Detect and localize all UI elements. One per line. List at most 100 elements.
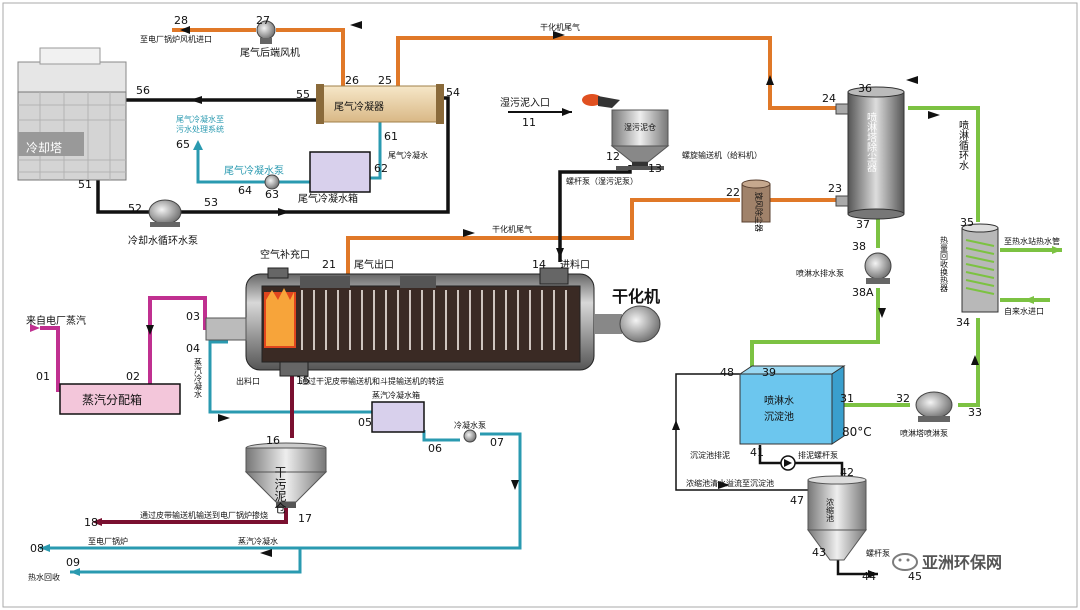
pipe-dryer-exhaust-top — [396, 36, 838, 110]
condensate-pump — [463, 429, 477, 443]
labels: 至电厂锅炉风机进口 尾气后端风机 冷却塔 尾气冷凝器 尾气冷凝水至 污水处理系统… — [26, 22, 1060, 582]
num-32: 32 — [896, 392, 910, 405]
sludge-screw-pump-icon — [780, 455, 796, 471]
num-15: 15 — [296, 374, 310, 387]
num-63: 63 — [265, 188, 279, 201]
label-spray-drain-pump: 喷淋水排水泵 — [796, 268, 844, 278]
cooling-tower — [17, 47, 127, 181]
label-steam-condensate-v: 蒸汽冷凝水 — [194, 357, 203, 398]
steam-distributor — [59, 383, 181, 415]
num-16: 16 — [266, 434, 280, 447]
label-dryer: 干化机 — [612, 287, 660, 306]
num-38: 38 — [852, 240, 866, 253]
num-31: 31 — [840, 392, 854, 405]
label-exhaust-condensate-tank: 尾气冷凝水箱 — [298, 192, 358, 205]
num-55: 55 — [296, 88, 310, 101]
label-hot-water-recovery: 热水回收 — [28, 572, 60, 582]
num-47: 47 — [790, 494, 804, 507]
num-06: 06 — [428, 442, 442, 455]
pipe-thickener-out — [836, 560, 878, 576]
num-45: 45 — [908, 570, 922, 583]
label-water-inlet: 自来水进口 — [1004, 306, 1044, 316]
num-08: 08 — [30, 542, 44, 555]
label-to-heating-station: 至热水站热水管 — [1004, 236, 1060, 246]
pipe-35-36 — [908, 106, 980, 222]
num-33: 33 — [968, 406, 982, 419]
watermark-logo — [892, 553, 918, 571]
label-screw-conveyor: 螺旋输送机（给料机） — [682, 150, 762, 160]
num-62: 62 — [374, 162, 388, 175]
num-36: 36 — [858, 82, 872, 95]
spray-drain-pump — [864, 252, 892, 284]
label-screw-pump: 螺杆泵（湿污泥泵） — [566, 176, 638, 186]
spray-tower-pump — [915, 391, 953, 422]
wet-sludge-truck-icon — [582, 94, 620, 108]
label-cooling-water-pump: 冷却水循环水泵 — [128, 234, 198, 247]
num-07: 07 — [490, 436, 504, 449]
label-condensate-treatment-1: 尾气冷凝水至 — [176, 114, 224, 124]
pipe-condensate-06 — [422, 430, 460, 442]
num-64: 64 — [238, 184, 252, 197]
label-overflow-note: 浓缩池清水溢流至沉淀池 — [686, 478, 774, 488]
num-18: 18 — [84, 516, 98, 529]
label-exhaust-condensate-pump: 尾气冷凝水泵 — [224, 164, 284, 177]
label-settling-1: 喷淋水 — [764, 394, 794, 407]
label-dry-sludge-to-boiler: 通过皮带输送机输送到电厂锅炉掺烧 — [140, 510, 268, 520]
num-51: 51 — [78, 178, 92, 191]
thickener — [807, 475, 867, 561]
num-27: 27 — [256, 14, 270, 27]
pipe-condensate-to-treatment — [196, 146, 310, 184]
num-43: 43 — [812, 546, 826, 559]
label-cooling-tower: 冷却塔 — [26, 141, 62, 155]
label-exhaust-condenser: 尾气冷凝器 — [334, 100, 384, 113]
label-conveyor-note: 通过干泥皮带输送机和斗提输送机的转运 — [300, 376, 444, 386]
pipe-drain-to-settling — [750, 288, 880, 380]
label-air-supplement: 空气补充口 — [260, 248, 310, 261]
label-condensate-pump: 冷凝水泵 — [454, 420, 486, 430]
label-steam-from-plant: 来自电厂蒸汽 — [26, 314, 86, 327]
label-to-plant-boiler: 至电厂锅炉 — [88, 536, 128, 546]
pipe-cooling-52-51 — [96, 180, 150, 214]
num-09: 09 — [66, 556, 80, 569]
label-dryer-exhaust-top: 干化机尾气 — [540, 22, 580, 32]
num-52: 52 — [128, 202, 142, 215]
steam-condensate-tank — [371, 401, 425, 433]
label-thickener: 浓缩池 — [826, 498, 835, 522]
wet-sludge-bin — [610, 109, 670, 170]
pipe-condensate-to-boiler — [40, 432, 522, 550]
label-heat-exchanger: 热量回收换热器 — [940, 235, 949, 293]
pipe-steam-01 — [40, 326, 60, 392]
num-17: 17 — [298, 512, 312, 525]
num-53: 53 — [204, 196, 218, 209]
num-42: 42 — [840, 466, 854, 479]
num-39: 39 — [762, 366, 776, 379]
pipe-dry-sludge-to-boiler — [96, 508, 288, 524]
spray-tower — [835, 86, 905, 220]
num-34: 34 — [956, 316, 970, 329]
num-05: 05 — [358, 416, 372, 429]
label-screw-pump-small: 螺杆泵 — [866, 548, 890, 558]
num-41: 41 — [750, 446, 764, 459]
dry-sludge-bin — [244, 442, 328, 508]
heat-exchanger — [961, 223, 999, 313]
pipe-condensate-61 — [370, 122, 382, 180]
label-sludge-screw-pump: 排泥螺杆泵 — [798, 450, 838, 460]
num-21: 21 — [322, 258, 336, 271]
num-11: 11 — [522, 116, 536, 129]
num-01: 01 — [36, 370, 50, 383]
label-wet-sludge-bin: 湿污泥仓 — [624, 122, 656, 132]
label-dry-sludge-bin: 干污泥仓 — [273, 466, 287, 514]
label-wet-sludge-inlet: 湿污泥入口 — [500, 96, 550, 109]
num-28: 28 — [174, 14, 188, 27]
num-13: 13 — [648, 162, 662, 175]
num-65: 65 — [176, 138, 190, 151]
label-to-boiler-fan: 至电厂锅炉风机进口 — [140, 34, 212, 44]
cooling-water-pump — [148, 199, 182, 227]
num-23: 23 — [828, 182, 842, 195]
label-exhaust-fan: 尾气后端风机 — [240, 46, 300, 59]
pipe-33-34 — [958, 318, 980, 407]
num-03: 03 — [186, 310, 200, 323]
num-56: 56 — [136, 84, 150, 97]
